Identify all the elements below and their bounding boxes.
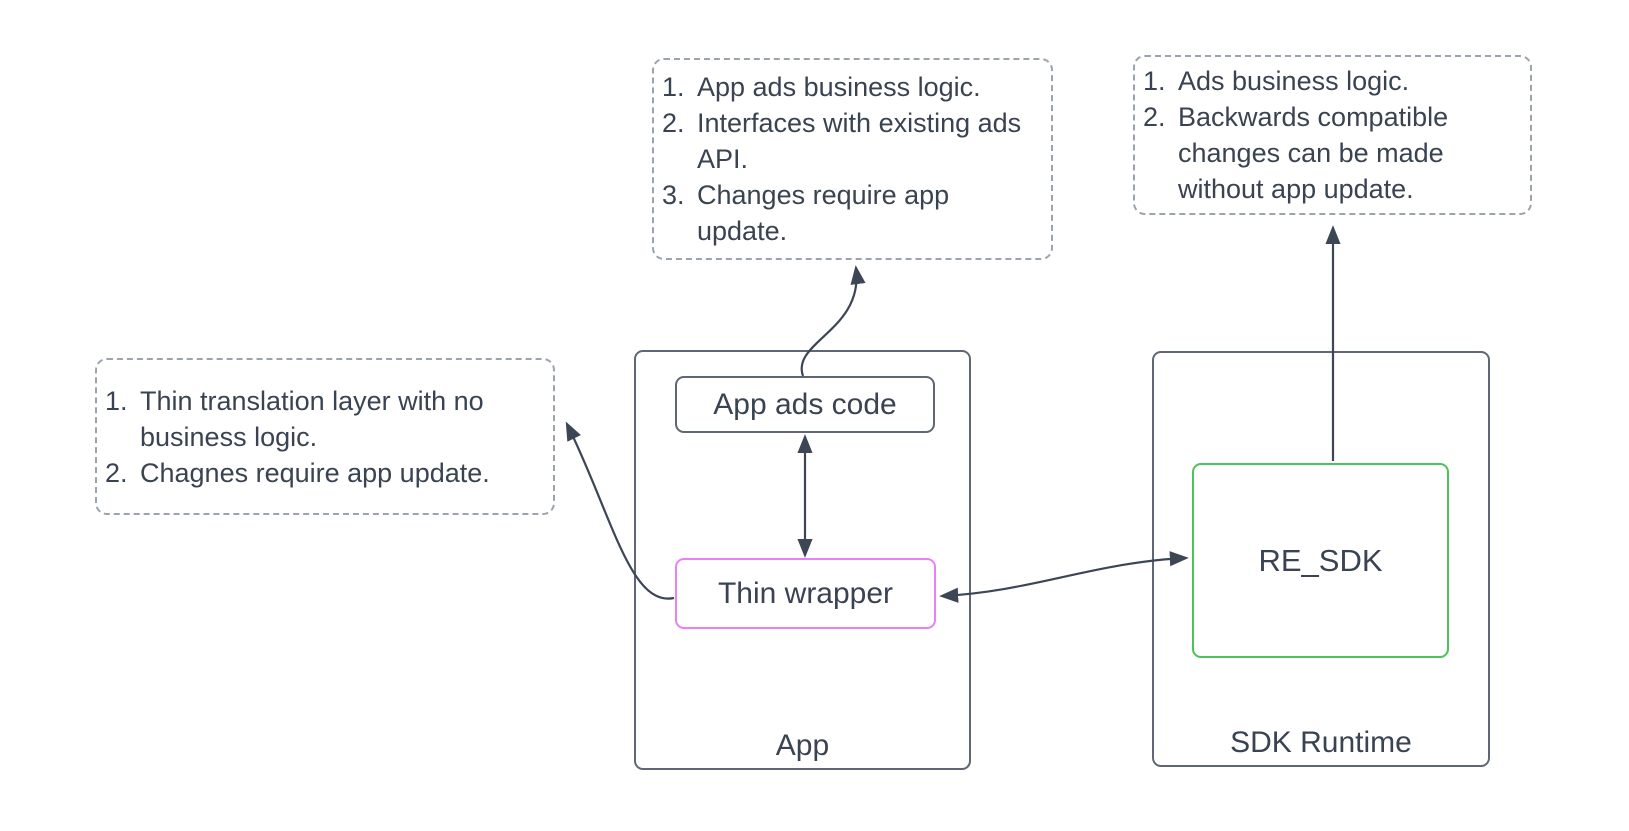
note-item-number: 1. <box>662 72 685 102</box>
note-item-text: Chagnes require app update. <box>140 457 490 488</box>
note-item-number: 2. <box>105 457 128 488</box>
node-re-sdk-label: RE_SDK <box>1258 542 1383 578</box>
note-item-text: App ads business logic. <box>697 72 981 102</box>
note-item-number: 2. <box>1143 102 1166 132</box>
note-item: 2. Chagnes require app update. <box>105 455 545 491</box>
note-item: 1. Ads business logic. <box>1143 63 1522 99</box>
note-item-number: 1. <box>1143 66 1166 96</box>
note-item: 1. App ads business logic. <box>662 69 1043 105</box>
node-app-ads-code-label: App ads code <box>713 387 897 421</box>
arrow-thin-wrapper-re-sdk <box>939 551 1189 603</box>
note-item-text: Backwards compatible changes can be made… <box>1178 102 1449 204</box>
note-re-sdk: 1. Ads business logic. 2. Backwards comp… <box>1133 55 1532 215</box>
note-item: 1. Thin translation layer with no busine… <box>105 383 545 455</box>
note-item: 2. Interfaces with existing ads API. <box>662 105 1043 177</box>
node-re-sdk: RE_SDK <box>1192 463 1449 658</box>
node-thin-wrapper-label: Thin wrapper <box>717 576 894 610</box>
note-item-text: Ads business logic. <box>1178 66 1410 96</box>
sdk-runtime-container-label: SDK Runtime <box>1230 726 1412 759</box>
note-item: 3. Changes require app update. <box>662 177 1043 249</box>
note-item: 2. Backwards compatible changes can be m… <box>1143 99 1522 207</box>
note-app-ads-code: 1. App ads business logic. 2. Interfaces… <box>652 58 1053 260</box>
note-item-number: 2. <box>662 108 685 138</box>
app-container-label: App <box>775 729 830 762</box>
note-item-text: Changes require app update. <box>697 180 950 246</box>
node-thin-wrapper: Thin wrapper <box>675 558 936 629</box>
note-item-text: Interfaces with existing ads API. <box>697 108 1022 174</box>
note-item-number: 3. <box>662 180 685 210</box>
note-item-text: Thin translation layer with no business … <box>140 385 484 452</box>
note-thin-wrapper: 1. Thin translation layer with no busine… <box>95 358 555 515</box>
node-app-ads-code: App ads code <box>675 376 935 433</box>
note-item-number: 1. <box>105 385 128 416</box>
